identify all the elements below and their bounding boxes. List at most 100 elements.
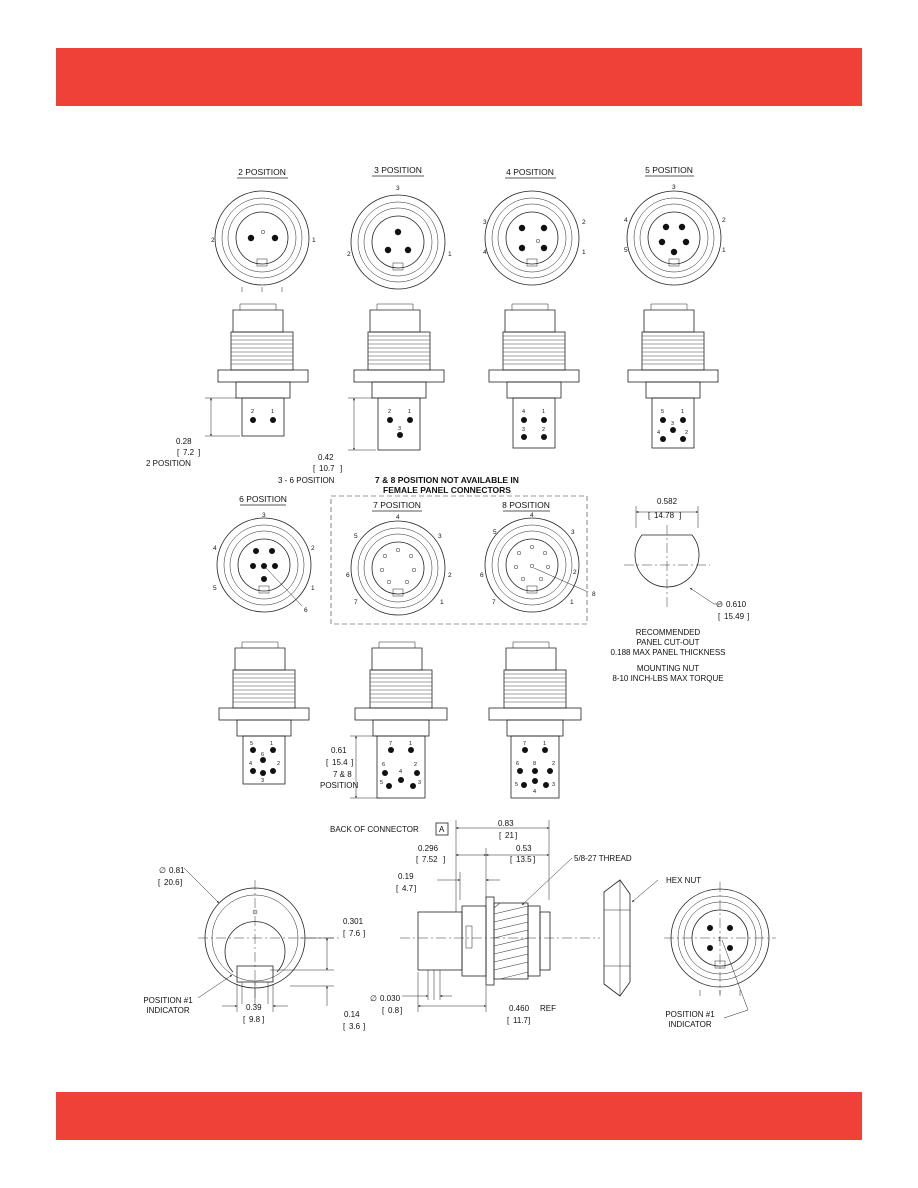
pin-label: 1 xyxy=(570,599,574,606)
dim14-close: ] xyxy=(363,1022,365,1031)
title-7-position: 7 POSITION xyxy=(373,500,421,510)
pin-label: 3 xyxy=(522,427,525,433)
pin-label: 2 xyxy=(347,251,351,258)
dim-label: 2 POSITION xyxy=(146,459,191,468)
end-view-8-position: 8 POSITION 4 5 3 6 2 7 1 8 xyxy=(480,500,596,613)
pin-label: 3 xyxy=(396,185,400,192)
pin-label: 5 xyxy=(515,782,518,788)
cutout-dia-metric: 15.49 xyxy=(724,612,745,621)
pin-label: 2 xyxy=(573,569,577,576)
cutout-note: PANEL CUT-OUT xyxy=(636,638,699,647)
pin-label: 4 xyxy=(483,249,487,256)
pin-label: 7 xyxy=(389,741,392,747)
d19-close: ] xyxy=(414,884,416,893)
panel-cutout: 0.582 [ 14.78 ] ∅ 0.610 [ 15.49 ] RECOMM… xyxy=(610,497,749,683)
side-view-3-position: 2 1 3 xyxy=(353,303,445,451)
pin-label: 1 xyxy=(408,409,411,415)
pin-label: 2 xyxy=(685,430,688,436)
cutout-width-close: ] xyxy=(679,511,681,520)
pin-label: 2 xyxy=(542,427,545,433)
mounting-note: 8-10 INCH-LBS MAX TORQUE xyxy=(612,674,723,683)
pin-label: 2 xyxy=(311,545,315,552)
dim-metric-open: [ xyxy=(326,758,329,767)
od-symbol: ∅ xyxy=(159,866,166,875)
pin-dia-value: 0.030 xyxy=(380,994,401,1003)
dim-value: 0.28 xyxy=(176,437,192,446)
dim14-metric: 3.6 xyxy=(349,1022,361,1031)
title-6-position: 6 POSITION xyxy=(239,494,287,504)
od-value: 0.81 xyxy=(169,866,185,875)
pin-label: 4 xyxy=(624,217,628,224)
d296-metric: 7.52 xyxy=(422,855,438,864)
d296-value: 0.296 xyxy=(418,844,439,853)
dim-value: 0.42 xyxy=(318,453,334,462)
position-indicator-label: POSITION #1 xyxy=(665,1010,715,1019)
ref-open: [ xyxy=(507,1016,510,1025)
dim-metric-open: [ xyxy=(177,448,180,457)
pin-label: 3 xyxy=(398,426,401,432)
pin-label: 4 xyxy=(657,430,660,436)
pin-label: 4 xyxy=(399,769,402,775)
title-5-position: 5 POSITION xyxy=(645,165,693,175)
pin-label: 7 xyxy=(354,599,358,606)
pin-label: 1 xyxy=(681,409,684,415)
d19-open: [ xyxy=(396,884,399,893)
hex-nut-side: HEX NUT xyxy=(603,876,701,997)
pin-label: 5 xyxy=(380,780,383,786)
pin-label: 4 xyxy=(396,514,400,521)
pin-label: 1 xyxy=(718,937,721,943)
dim-label: 3 - 6 POSITION xyxy=(278,476,335,485)
dim-metric-close: ] xyxy=(340,464,342,473)
pin-label: 1 xyxy=(722,247,726,254)
pin-label: 3 xyxy=(571,529,575,536)
dim-label: POSITION xyxy=(320,781,358,790)
dim-metric: 15.4 xyxy=(332,758,348,767)
overall-open: [ xyxy=(499,831,502,840)
pin-label: 5 xyxy=(661,409,664,415)
d53-metric: 13.5 xyxy=(516,855,532,864)
datum-label: A xyxy=(439,825,445,834)
pin-label: 6 xyxy=(346,572,350,579)
bottom-color-band xyxy=(56,1092,862,1140)
end-view-3-position: 3 POSITION 3 2 1 xyxy=(347,165,452,290)
pin-label: 4 xyxy=(213,545,217,552)
dim301-open: [ xyxy=(343,929,346,938)
ref-value: 0.460 xyxy=(509,1004,530,1013)
pin-label: 3 xyxy=(418,780,421,786)
pin-dia-symbol: ∅ xyxy=(370,994,377,1003)
title-8-position: 8 POSITION xyxy=(502,500,550,510)
dim-metric-close: ] xyxy=(198,448,200,457)
position-indicator-label: INDICATOR xyxy=(146,1006,189,1015)
pin-label: 5 xyxy=(213,585,217,592)
pin-label: 7 xyxy=(492,599,496,606)
d19-value: 0.19 xyxy=(398,872,414,881)
od-open: [ xyxy=(158,878,161,887)
dim39-close: ] xyxy=(262,1015,264,1024)
datum-box xyxy=(435,822,449,836)
pin-dia-metric: 0.8 xyxy=(388,1006,400,1015)
pin-label: 8 xyxy=(592,591,596,598)
pin-label: 3 xyxy=(672,184,676,191)
pin-label: 4 xyxy=(522,409,525,415)
front-view-dimensioned: ∅ 0.81 [ 20.6 ] 0.301 [ 7.6 ] 0.14 [ 3.6… xyxy=(143,866,365,1031)
pin-label: 6 xyxy=(304,607,308,614)
d19-metric: 4.7 xyxy=(402,884,414,893)
pin-label: 5 xyxy=(493,529,497,536)
ref-metric: 11.7 xyxy=(513,1016,529,1025)
d53-open: [ xyxy=(510,855,513,864)
side-view-8-position: 7 1 6 8 2 5 3 4 xyxy=(488,641,582,799)
position-indicator-label: INDICATOR xyxy=(668,1020,711,1029)
pin-label: 2 xyxy=(552,761,555,767)
7-8-position-boundary xyxy=(330,495,588,625)
overall-metric: 21 xyxy=(505,831,514,840)
pin-dia-open: [ xyxy=(382,1006,385,1015)
end-view-2-position: 2 POSITION 2 1 xyxy=(211,167,316,292)
front-view-right: 1 POSITION #1 INDICATOR xyxy=(664,882,776,1029)
pin-label: 3 xyxy=(261,778,264,784)
od-metric: 20.6 xyxy=(164,878,180,887)
pin-label: 2 xyxy=(448,572,452,579)
dimension-7-8-position-depth: 0.61 [ 15.4 ] 7 & 8 POSITION xyxy=(320,735,380,799)
title-4-position: 4 POSITION xyxy=(506,167,554,177)
pin-label: 4 xyxy=(530,512,534,519)
